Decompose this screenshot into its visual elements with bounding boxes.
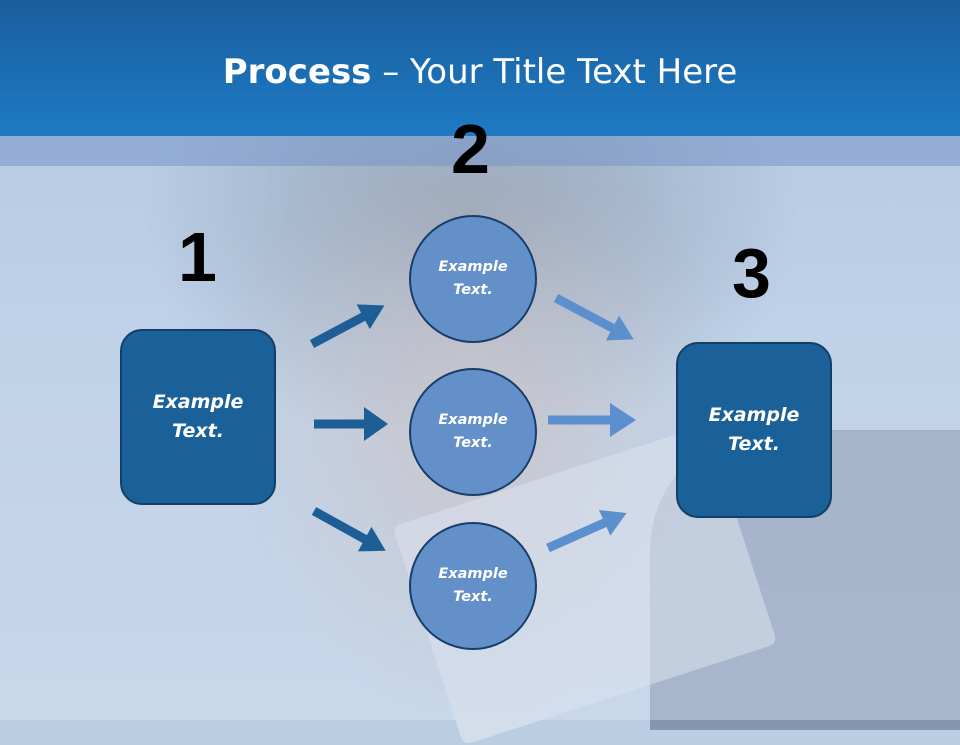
title-bar [0,0,960,136]
circle-middle-line2: Text. [453,435,493,451]
title-bold: Process [222,52,372,92]
step-number-3: 3 [732,234,771,312]
circle-bottom-line2: Text. [453,589,493,605]
circle-top-line1: Example [438,259,508,275]
arrow-right-down [553,294,634,341]
arrow-left-up [309,304,385,348]
circle-bottom-line1: Example [438,566,508,582]
left-box-line2: Text. [172,420,224,442]
right-box-line1: Example [708,404,800,426]
arrow-left-right [314,407,388,441]
circle-top-line2: Text. [453,282,493,298]
left-box-line1: Example [152,391,244,413]
arrow-right-right [548,403,636,437]
right-box-line2: Text. [728,433,780,455]
title-rest: – Your Title Text Here [371,52,738,92]
step-number-2: 2 [451,110,490,188]
arrow-right-up [546,509,627,553]
slide-title: Process – Your Title Text Here [0,52,960,92]
circle-middle-line1: Example [438,412,508,428]
arrows-layer [309,294,636,553]
arrow-left-down [311,507,386,552]
title-bar-strip [0,136,960,166]
step-number-1: 1 [178,218,217,296]
